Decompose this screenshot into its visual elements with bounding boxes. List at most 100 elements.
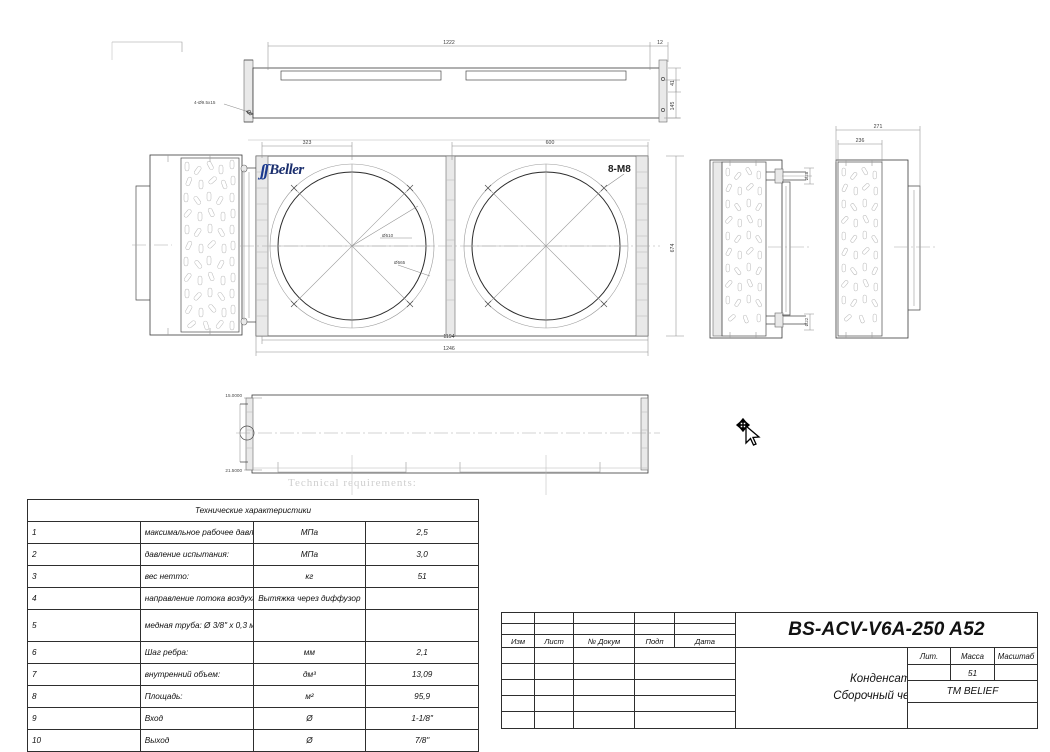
spec-no: 1 <box>27 521 141 544</box>
spec-value: 2,1 <box>365 641 479 664</box>
table-row: 8 Площадь: м² 95,9 <box>27 685 479 708</box>
mouse-cursor <box>733 416 767 450</box>
dim-mount-span: 1194 <box>443 334 454 340</box>
spec-unit: мм <box>252 641 367 664</box>
spec-unit: Ø <box>252 729 367 752</box>
spec-name: медная труба: Ø 3/8" х 0,3 мм <box>139 609 254 642</box>
dim-core-depth: 236 <box>856 138 865 144</box>
sign-cell <box>534 711 574 729</box>
left-side-view <box>132 154 243 336</box>
brand-name: TM BELIEF <box>907 680 1038 703</box>
spec-no: 2 <box>27 543 141 566</box>
dim-hole-spacing: 41 <box>670 80 676 86</box>
rev-header-podp: Подп <box>634 634 675 648</box>
dim-fan-inner-dia: Ø510 <box>382 233 394 238</box>
spec-unit: Ø <box>252 707 367 730</box>
spec-unit: дм³ <box>252 663 367 686</box>
top-view: 4-Ø9.5x15 1222 12 41 145 <box>194 40 681 123</box>
spec-value: 13,09 <box>365 663 479 686</box>
sign-cell <box>501 711 535 729</box>
spec-value <box>365 609 479 642</box>
technical-drawing-canvas: 4-Ø9.5x15 1222 12 41 145 <box>111 40 936 495</box>
spec-no: 9 <box>27 707 141 730</box>
spec-unit: Вытяжка через диффузор <box>252 587 367 610</box>
sign-cell <box>501 695 535 712</box>
spec-no: 4 <box>27 587 141 610</box>
dim-overall-height: 674 <box>670 244 676 253</box>
spec-unit <box>252 609 367 642</box>
spec-name: вес нетто: <box>139 565 254 588</box>
dim-angle-bottom: 21.5000 <box>225 468 242 473</box>
spec-no: 8 <box>27 685 141 708</box>
dim-fan-pitch: 600 <box>546 140 555 146</box>
tech-requirements-heading: Technical requirements: <box>288 477 417 489</box>
right-section-view: Ø28 Ø22 <box>709 159 814 339</box>
spec-no: 10 <box>27 729 141 752</box>
spec-unit: м² <box>252 685 367 708</box>
spec-name: внутренний объем: <box>139 663 254 686</box>
spec-value: 3,0 <box>365 543 479 566</box>
sign-cell <box>634 647 736 664</box>
meta-header-mass: Масса <box>950 647 995 665</box>
rev-header-data: Дата <box>674 634 736 648</box>
sign-cell <box>534 679 574 696</box>
dim-overall-length: 1222 <box>443 40 455 46</box>
table-row: 5 медная труба: Ø 3/8" х 0,3 мм <box>27 609 479 642</box>
beller-logo: ʃʃ Beller <box>260 159 336 181</box>
specifications-table: Технические характеристики 1 максимально… <box>27 499 479 752</box>
spec-unit: МПа <box>252 521 367 544</box>
meta-value-scale <box>994 664 1038 681</box>
drawing-name-line1: Конденсатор <box>850 673 923 686</box>
sign-cell <box>573 647 635 664</box>
construction-lines-topleft <box>111 41 183 60</box>
logo-wordmark: Beller <box>269 161 304 178</box>
callout-fan-bolts: 8-M8 <box>608 164 631 175</box>
spec-name: Выход <box>139 729 254 752</box>
spec-value: 7/8" <box>365 729 479 752</box>
sign-cell <box>534 663 574 680</box>
crosshair-move-icon <box>735 417 751 433</box>
spec-name: давление испытания: <box>139 543 254 566</box>
dim-inlet-pipe: Ø28 <box>804 171 809 180</box>
spec-name: максимальное рабочее давление: <box>139 521 254 544</box>
meta-value-letter <box>907 664 951 681</box>
dim-overall-depth: 271 <box>874 124 883 130</box>
dim-end-offset: 12 <box>657 40 663 46</box>
part-number: BS-ACV-V6A-250 A52 <box>735 612 1038 648</box>
meta-blank-cell <box>907 702 1038 729</box>
rev-header-doc: № Докум <box>573 634 635 648</box>
table-row: 2 давление испытания: МПа 3,0 <box>27 543 479 566</box>
logo-mark: ʃʃ <box>260 160 269 180</box>
meta-header-scale: Масштаб <box>994 647 1038 665</box>
spec-name: Площадь: <box>139 685 254 708</box>
meta-header-letter: Лит. <box>907 647 951 665</box>
sign-cell <box>501 663 535 680</box>
spec-value: 51 <box>365 565 479 588</box>
spec-unit: МПа <box>252 543 367 566</box>
spec-no: 3 <box>27 565 141 588</box>
table-row: 7 внутренний объем: дм³ 13,09 <box>27 663 479 686</box>
table-row: 4 направление потока воздуха: Вытяжка че… <box>27 587 479 610</box>
rev-header-izm: Изм <box>501 634 535 648</box>
sign-cell <box>634 663 736 680</box>
table-row: 10 Выход Ø 7/8" <box>27 729 479 752</box>
sign-cell <box>573 663 635 680</box>
table-row: 3 вес нетто: кг 51 <box>27 565 479 588</box>
spec-no: 5 <box>27 609 141 642</box>
dim-fan-outer-dia: Ø565 <box>394 260 406 265</box>
meta-value-mass: 51 <box>950 664 995 681</box>
spec-header-row: Технические характеристики <box>27 499 479 522</box>
spec-no: 6 <box>27 641 141 664</box>
rev-header-list: Лист <box>534 634 574 648</box>
spec-unit: кг <box>252 565 367 588</box>
dim-left-offset: 323 <box>303 140 312 146</box>
table-row: 6 Шаг ребра: мм 2,1 <box>27 641 479 664</box>
sign-cell <box>634 679 736 696</box>
spec-value: 1-1/8" <box>365 707 479 730</box>
spec-name: Шаг ребра: <box>139 641 254 664</box>
title-block: Изм Лист № Докум Подп Дата BS-ACV-V6A-25… <box>501 612 1038 730</box>
move-cursor-icon <box>735 417 761 446</box>
spec-table-title: Технические характеристики <box>27 499 479 522</box>
sign-cell <box>634 695 736 712</box>
dim-angle-top: 15.0000 <box>225 393 242 398</box>
